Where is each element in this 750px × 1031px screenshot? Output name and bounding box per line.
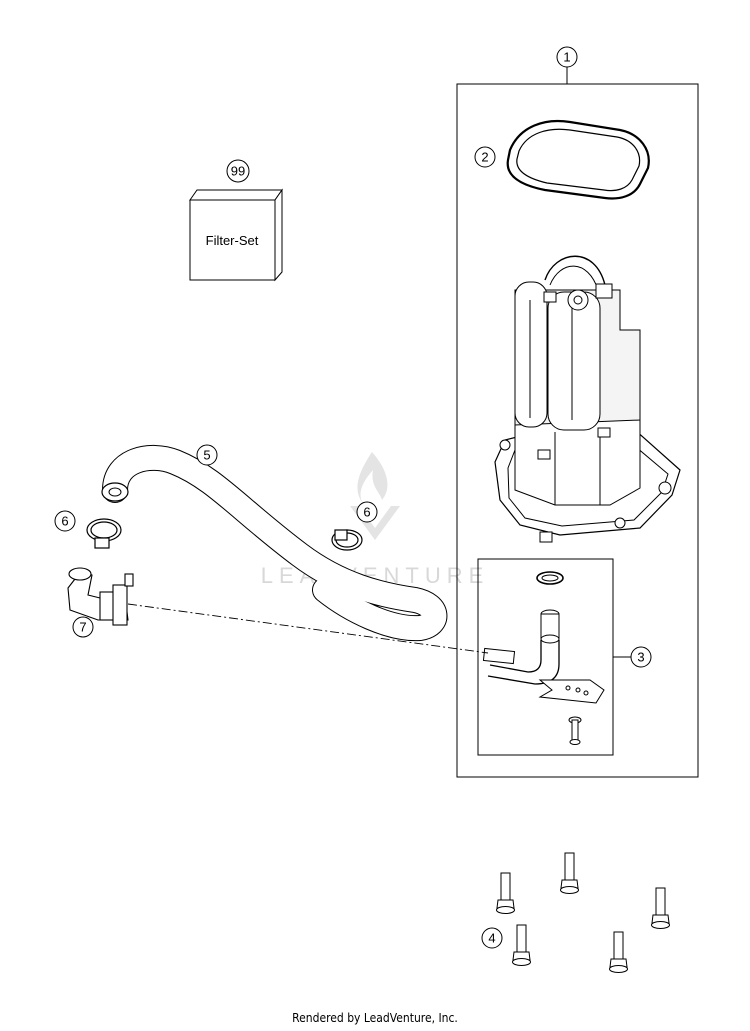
svg-text:6: 6: [61, 514, 68, 529]
hose-clamps: [86, 518, 363, 551]
svg-text:5: 5: [203, 448, 210, 463]
callout-4: 4: [481, 927, 503, 949]
fuel-pump: [494, 255, 681, 543]
callout-2: 2: [474, 146, 496, 168]
callout-1: 1: [556, 46, 578, 68]
svg-text:99: 99: [231, 164, 245, 179]
fuel-pump-assembly-frame: [456, 83, 699, 778]
callout-3: 3: [630, 646, 652, 668]
svg-text:3: 3: [637, 650, 644, 665]
svg-text:4: 4: [488, 931, 495, 946]
filter-set-label: Filter-Set: [206, 233, 259, 248]
callout-6-left: 6: [54, 510, 76, 532]
bolts: [496, 852, 670, 973]
svg-text:2: 2: [481, 150, 488, 165]
svg-text:7: 7: [79, 620, 86, 635]
svg-text:1: 1: [563, 50, 570, 65]
callout-7: 7: [72, 616, 94, 638]
callout-6-right: 6: [356, 501, 378, 523]
callout-5: 5: [196, 444, 218, 466]
svg-text:6: 6: [363, 505, 370, 520]
fitting-kit-parts: [482, 571, 605, 745]
watermark: LEADVENTURE: [261, 452, 483, 588]
connection-line: [127, 603, 489, 654]
filter-set-box: Filter-Set: [189, 188, 283, 282]
gasket: [506, 120, 650, 200]
render-credit: Rendered by LeadVenture, Inc.: [292, 1011, 458, 1025]
fuel-hose: [101, 444, 448, 642]
callout-99: 99: [226, 159, 250, 183]
flame-logo-icon: [350, 452, 400, 540]
quick-connector: [67, 567, 134, 626]
